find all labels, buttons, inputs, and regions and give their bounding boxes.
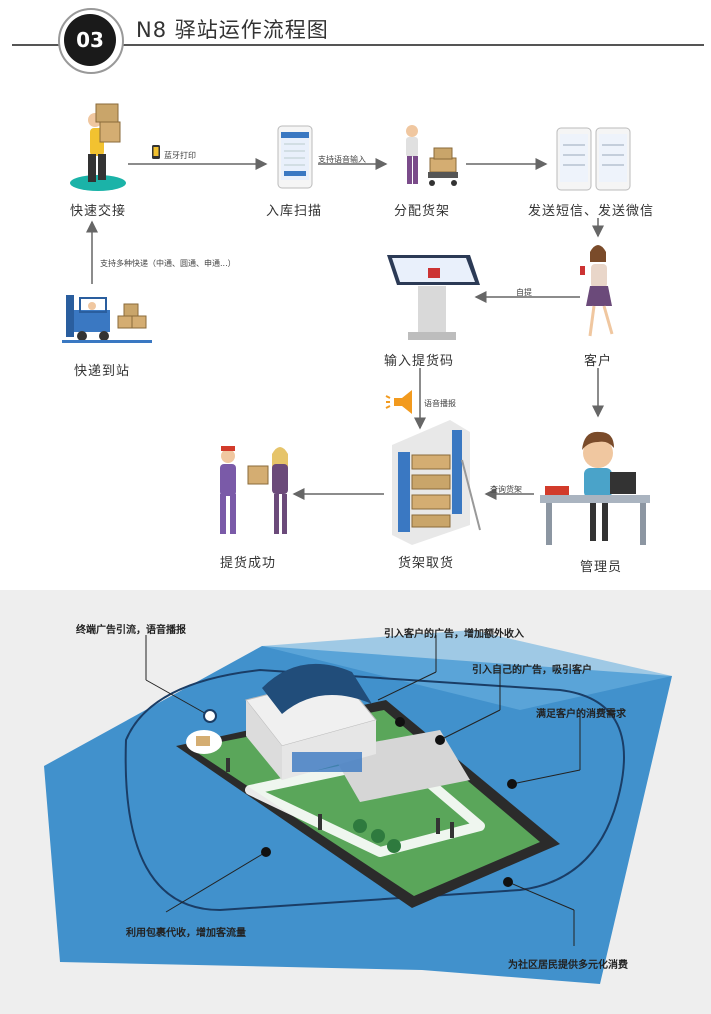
node-pickup-success-label: 提货成功 — [220, 556, 277, 571]
callout-community-consume: 为社区居民提供多元化消费 — [508, 960, 628, 971]
node-assign-shelf-label: 分配货架 — [394, 204, 451, 219]
node-handover-label: 快速交接 — [70, 204, 127, 219]
shelf-illustration — [392, 420, 481, 545]
edge-multi-express-label: 支持多种快递（中通、圆通、申通...） — [100, 259, 236, 268]
printer-phone-icon — [152, 145, 160, 159]
station-model-illustration — [44, 630, 672, 984]
header-badge: 03 — [64, 14, 116, 66]
header: 03 N8 驿站运作流程图 — [0, 0, 711, 74]
node-admin-label: 管理员 — [580, 560, 623, 575]
admin-illustration — [540, 431, 650, 545]
callout-meet-needs: 满足客户的消费需求 — [536, 709, 626, 720]
edge-voice-broadcast-label: 语音播报 — [424, 399, 456, 408]
callout-customer-ads: 引入客户的广告，增加额外收入 — [384, 629, 524, 640]
edge-bluetooth-print-label: 蓝牙打印 — [164, 151, 196, 160]
node-shelf-pick-label: 货架取货 — [398, 556, 455, 571]
notice-phones-illustration — [556, 127, 631, 191]
flow-diagram — [62, 103, 650, 545]
header-rule — [12, 44, 704, 46]
forklift-illustration — [62, 295, 152, 343]
edge-self-pick-label: 自提 — [516, 288, 532, 297]
roof — [262, 663, 372, 714]
edge-voice-input-label: 支持语音输入 — [318, 155, 366, 164]
customer-illustration — [580, 245, 614, 337]
callout-terminal-ads: 终端广告引流，语音播报 — [76, 625, 186, 636]
courier-illustration — [70, 103, 126, 191]
node-enter-code-label: 输入提货码 — [384, 354, 455, 369]
page-title: N8 驿站运作流程图 — [136, 18, 329, 42]
kiosk-illustration — [387, 255, 480, 340]
callout-own-ads: 引入自己的广告，吸引客户 — [472, 665, 592, 676]
edge-query-goods-label: 查询货架 — [490, 485, 522, 494]
speaker-icon — [385, 390, 412, 414]
node-arrival-label: 快递到站 — [74, 364, 131, 379]
node-customer-label: 客户 — [584, 354, 613, 369]
pickup-success-illustration — [220, 446, 288, 534]
node-send-notice-label: 发送短信、发送微信 — [528, 204, 655, 219]
node-inbound-scan-label: 入库扫描 — [266, 204, 323, 219]
scan-phone-illustration — [277, 125, 313, 189]
cart-illustration — [406, 125, 458, 186]
callout-parcel-collect: 利用包裹代收，增加客流量 — [126, 928, 246, 939]
service-loop — [124, 668, 625, 912]
